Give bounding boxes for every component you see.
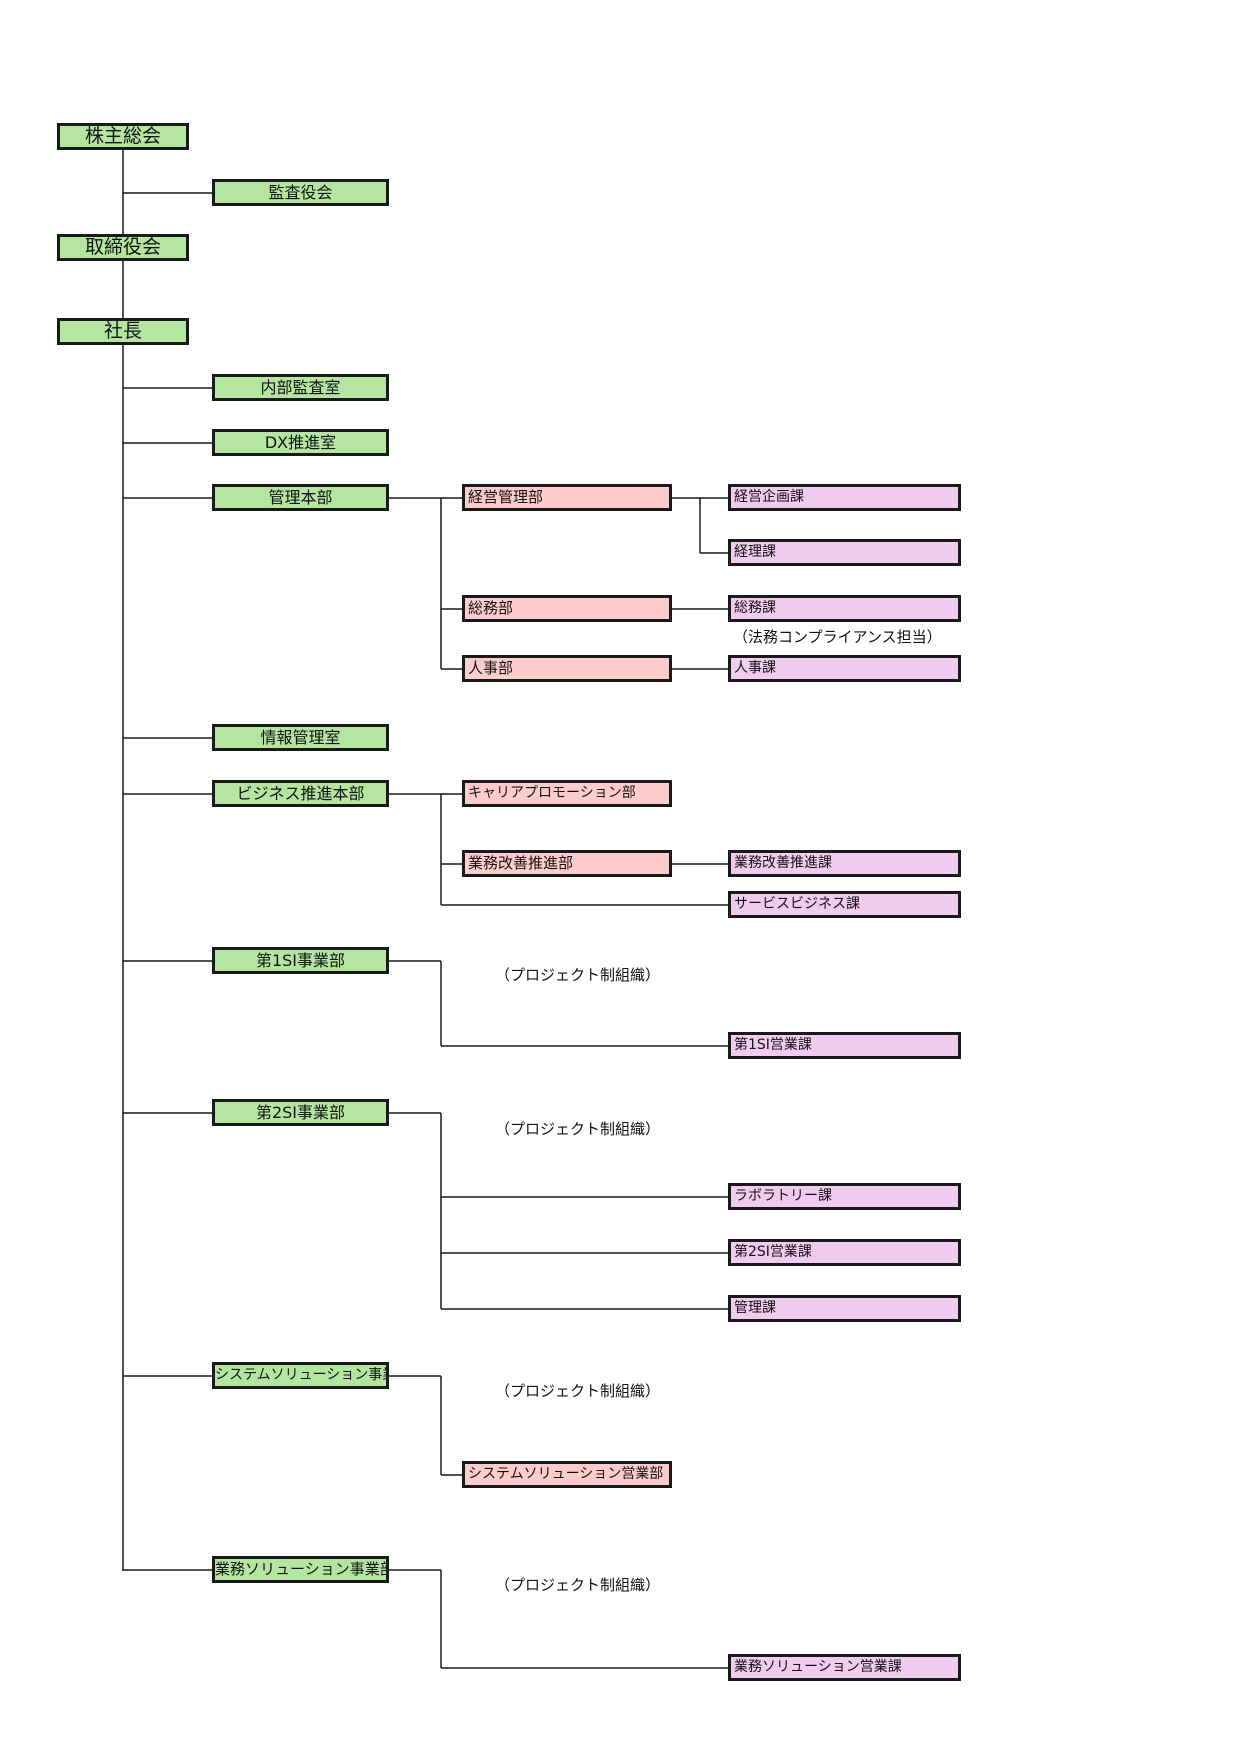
node-si2-division: 第2SI事業部 [212,1099,389,1126]
node-si2-sales-section: 第2SI営業課 [728,1239,961,1266]
note-project-org-business-solution: （プロジェクト制組織） [495,1576,661,1594]
node-hr-section: 人事課 [728,655,961,682]
node-si1-division: 第1SI事業部 [212,947,389,974]
node-shareholders-meeting: 株主総会 [57,123,189,150]
node-system-solution-sales-dept: システムソリューション営業部 [462,1461,672,1488]
node-president: 社長 [57,318,189,345]
node-internal-audit-office: 内部監査室 [212,374,389,401]
node-admin-hq: 管理本部 [212,484,389,511]
node-career-promotion-dept: キャリアプロモーション部 [462,780,672,807]
node-business-improvement-section: 業務改善推進課 [728,850,961,877]
node-management-planning-section: 経営企画課 [728,484,961,511]
note-project-org-si2: （プロジェクト制組織） [495,1120,661,1138]
node-business-improvement-dept: 業務改善推進部 [462,850,672,877]
node-general-affairs-dept: 総務部 [462,595,672,622]
node-dx-promotion-office: DX推進室 [212,429,389,456]
note-project-org-si1: （プロジェクト制組織） [495,966,661,984]
node-service-business-section: サービスビジネス課 [728,891,961,918]
node-info-management-office: 情報管理室 [212,724,389,751]
note-legal-compliance: （法務コンプライアンス担当） [733,628,942,646]
node-general-affairs-section: 総務課 [728,595,961,622]
note-project-org-system-solution: （プロジェクト制組織） [495,1382,661,1400]
node-business-solution-sales-section: 業務ソリューション営業課 [728,1654,961,1681]
node-management-admin-dept: 経営管理部 [462,484,672,511]
node-board-of-directors: 取締役会 [57,234,189,261]
node-management-section: 管理課 [728,1295,961,1322]
node-system-solution-division: システムソリューション事業部 [212,1362,389,1389]
node-laboratory-section: ラボラトリー課 [728,1183,961,1210]
node-business-solution-division: 業務ソリューション事業部 [212,1556,389,1583]
node-audit-board: 監査役会 [212,179,389,206]
node-hr-dept: 人事部 [462,655,672,682]
node-accounting-section: 経理課 [728,539,961,566]
node-si1-sales-section: 第1SI営業課 [728,1032,961,1059]
node-business-promotion-hq: ビジネス推進本部 [212,780,389,807]
